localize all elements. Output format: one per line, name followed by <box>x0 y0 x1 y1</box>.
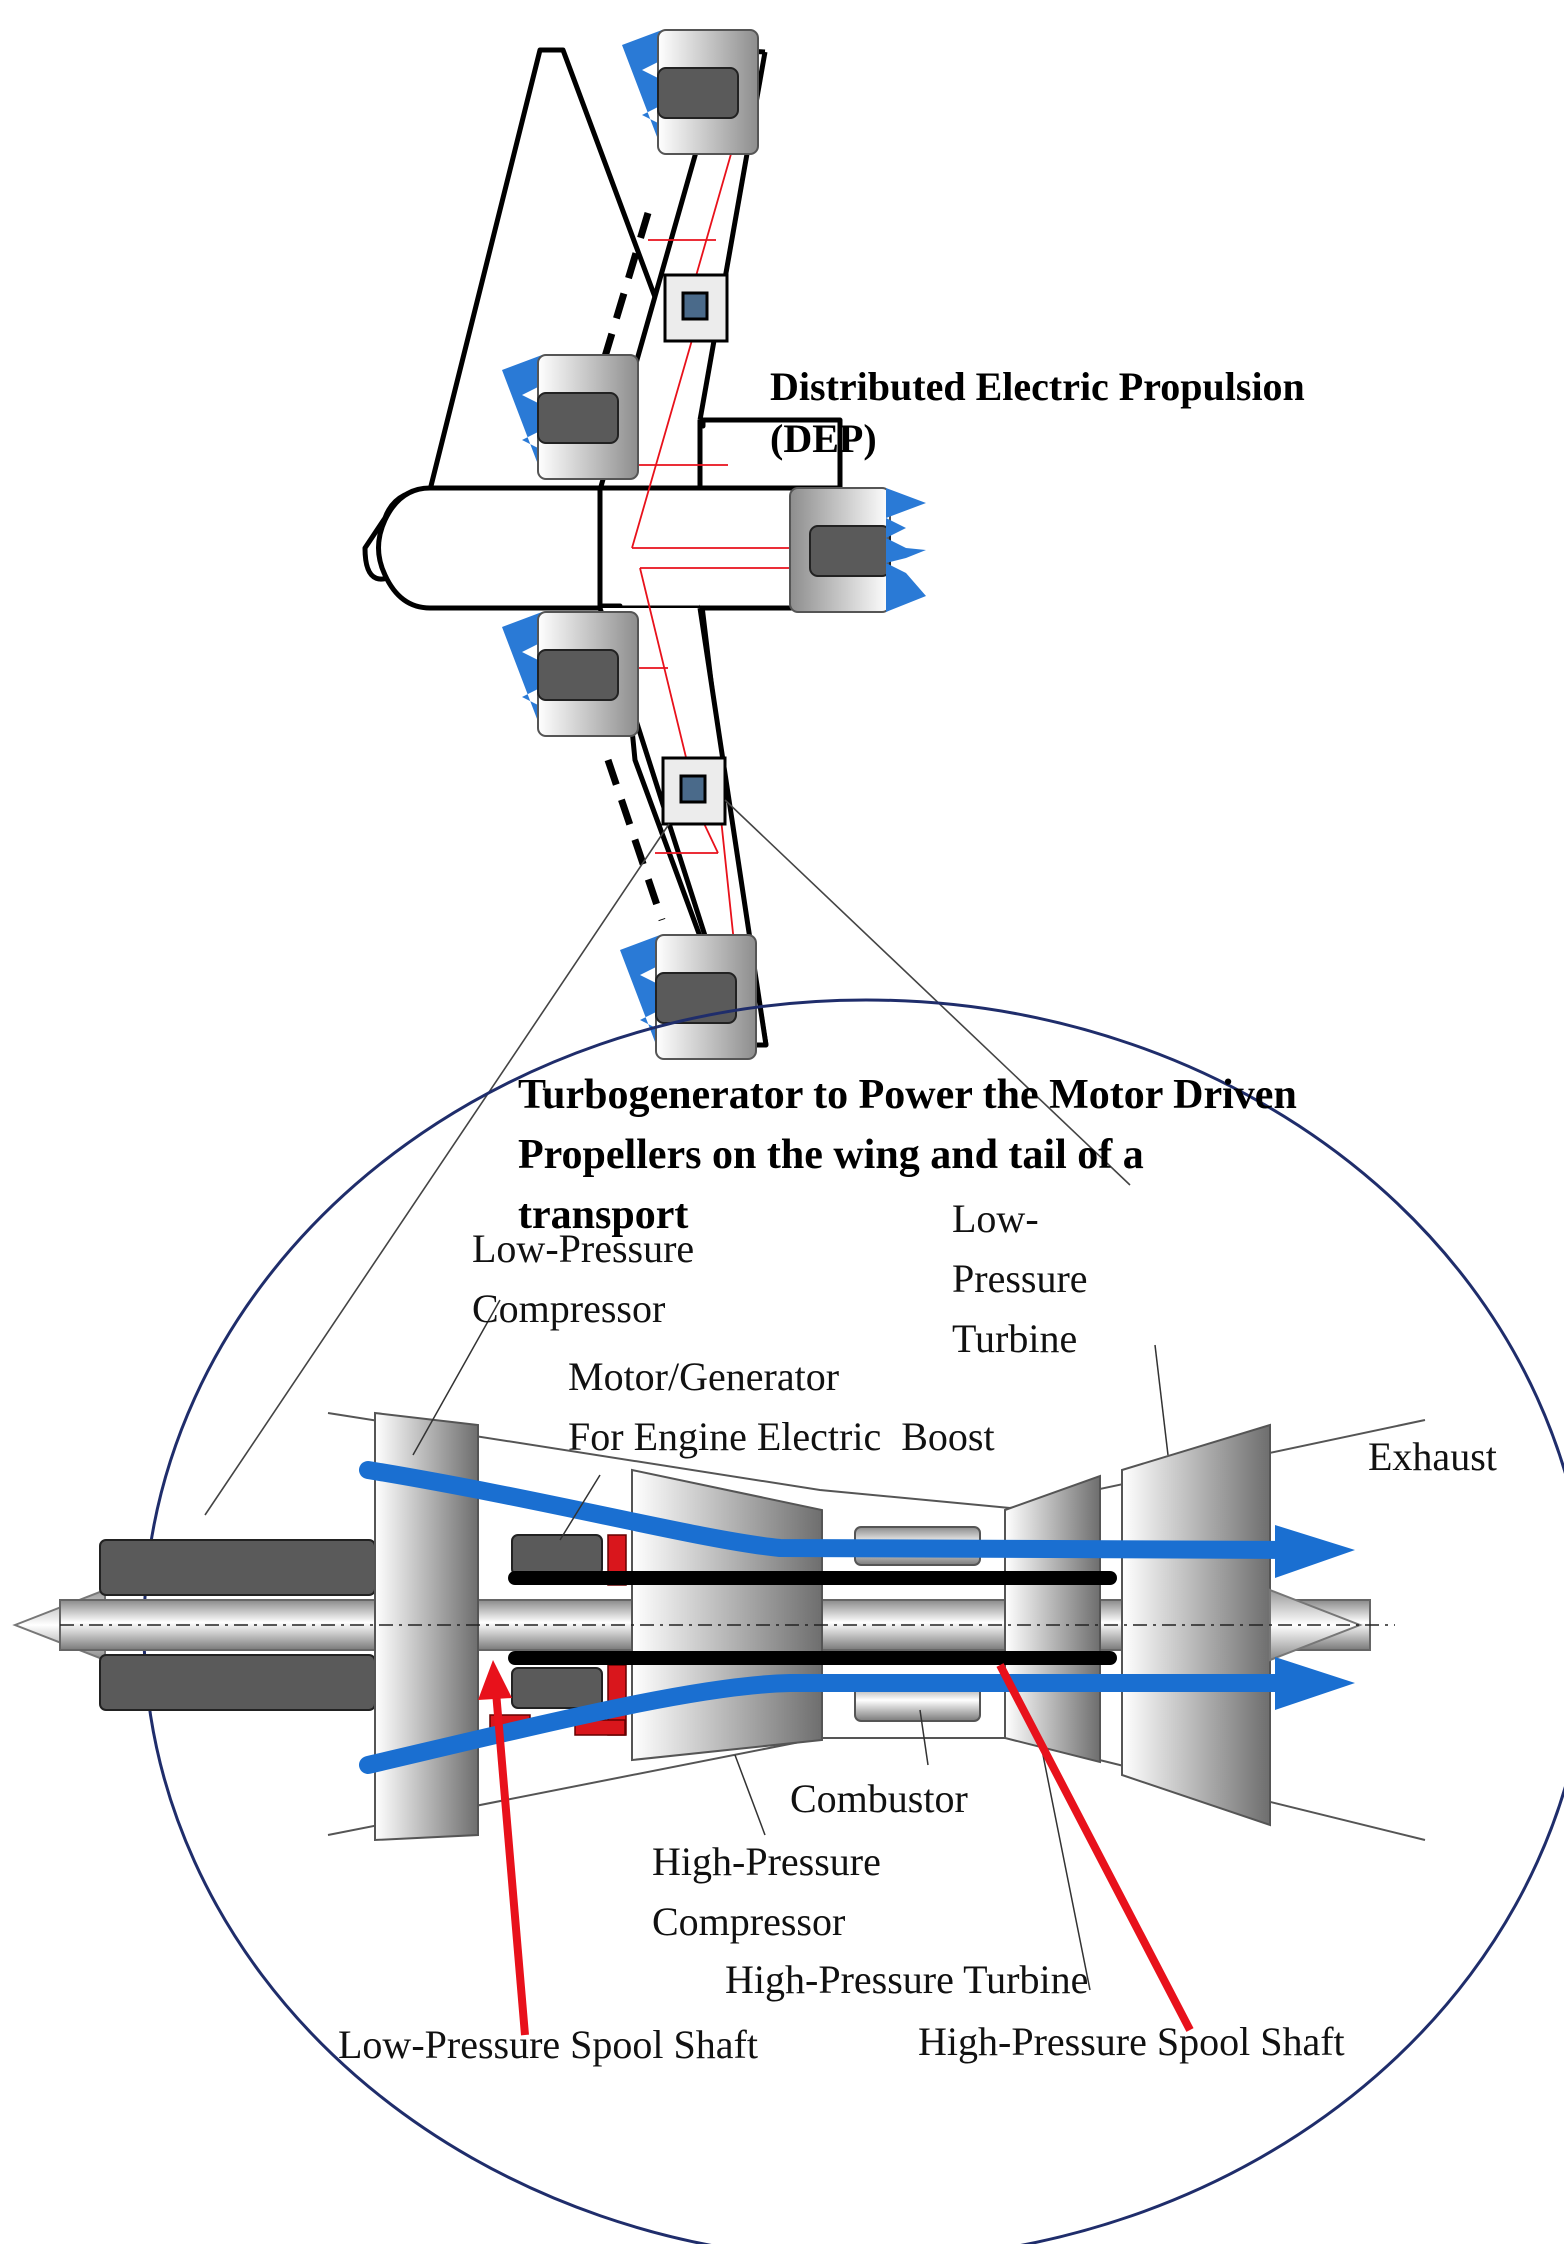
propulsor-lower-wingtip <box>620 934 757 1060</box>
hpt-label: High-Pressure Turbine <box>725 1957 1088 2002</box>
hp-shaft-pointer <box>996 1663 1194 2032</box>
lpt-label-line3: Turbine <box>952 1316 1077 1361</box>
exhaust-label: Exhaust <box>1368 1434 1497 1479</box>
turbogenerator-cutaway <box>12 1299 1426 2036</box>
motor-generator-upper <box>511 1534 603 1576</box>
combustor-label: Combustor <box>790 1776 968 1821</box>
motor-generator-label-line2: For Engine Electric Boost <box>568 1414 995 1459</box>
propulsor-upper-wing-mid <box>502 354 639 480</box>
motor-generator-label-line1: Motor/Generator <box>568 1354 839 1399</box>
lower-dashed-line <box>604 758 666 922</box>
upper-dashed-line <box>588 211 652 402</box>
lpc-label-line2: Compressor <box>472 1286 665 1331</box>
front-generator-upper <box>99 1539 376 1596</box>
airflow-lower <box>359 1674 1309 1774</box>
lp-shaft-pointer-head <box>478 1660 512 1700</box>
upper-wing <box>600 50 765 490</box>
hpc-label-line2: Compressor <box>652 1899 845 1944</box>
hpc-label-line1: High-Pressure <box>652 1839 881 1884</box>
turbo-title-line2: Propellers on the wing and tail of a <box>518 1132 1144 1178</box>
aircraft-topview <box>204 29 1131 1516</box>
turbo-title-line1: Turbogenerator to Power the Motor Driven <box>518 1072 1297 1118</box>
dep-title-line2: (DEP) <box>770 416 877 461</box>
dep-title-line1: Distributed Electric Propulsion <box>770 364 1305 409</box>
zoom-line-right <box>724 799 1131 1186</box>
leader-lines <box>412 1299 1169 1991</box>
airflow-lower-arrowhead <box>1275 1657 1355 1710</box>
fuselage-nose <box>376 485 603 611</box>
turbo-title-line3: transport <box>518 1192 688 1238</box>
high-pressure-compressor <box>631 1468 823 1762</box>
zoom-line-left <box>204 823 670 1516</box>
propulsor-tail <box>789 487 926 613</box>
propulsor-lower-wing-mid <box>502 611 639 737</box>
turbo-title: Turbogenerator to Power the Motor Driven… <box>518 1072 1297 1238</box>
low-pressure-compressor-disc <box>374 1411 479 1842</box>
motor-generator-lower <box>511 1667 603 1709</box>
generator-box-lower <box>661 756 727 826</box>
lpt-label-line2: Pressure <box>952 1256 1088 1301</box>
airflow-upper-arrowhead <box>1275 1525 1355 1578</box>
hp-shaft-label: High-Pressure Spool Shaft <box>918 2019 1345 2064</box>
front-generator-lower <box>99 1654 376 1711</box>
lp-shaft-label: Low-Pressure Spool Shaft <box>338 2022 758 2067</box>
generator-box-upper <box>663 273 729 343</box>
airflow-upper <box>359 1461 1309 1559</box>
lp-shaft-pointer <box>491 1679 529 2036</box>
high-pressure-turbine <box>1004 1474 1101 1764</box>
dep-title: Distributed Electric Propulsion (DEP) <box>770 364 1305 461</box>
propulsor-upper-wingtip <box>622 29 759 155</box>
lpc-label-line1: Low-Pressure <box>472 1226 694 1271</box>
lpt-label-line1: Low- <box>952 1196 1039 1241</box>
